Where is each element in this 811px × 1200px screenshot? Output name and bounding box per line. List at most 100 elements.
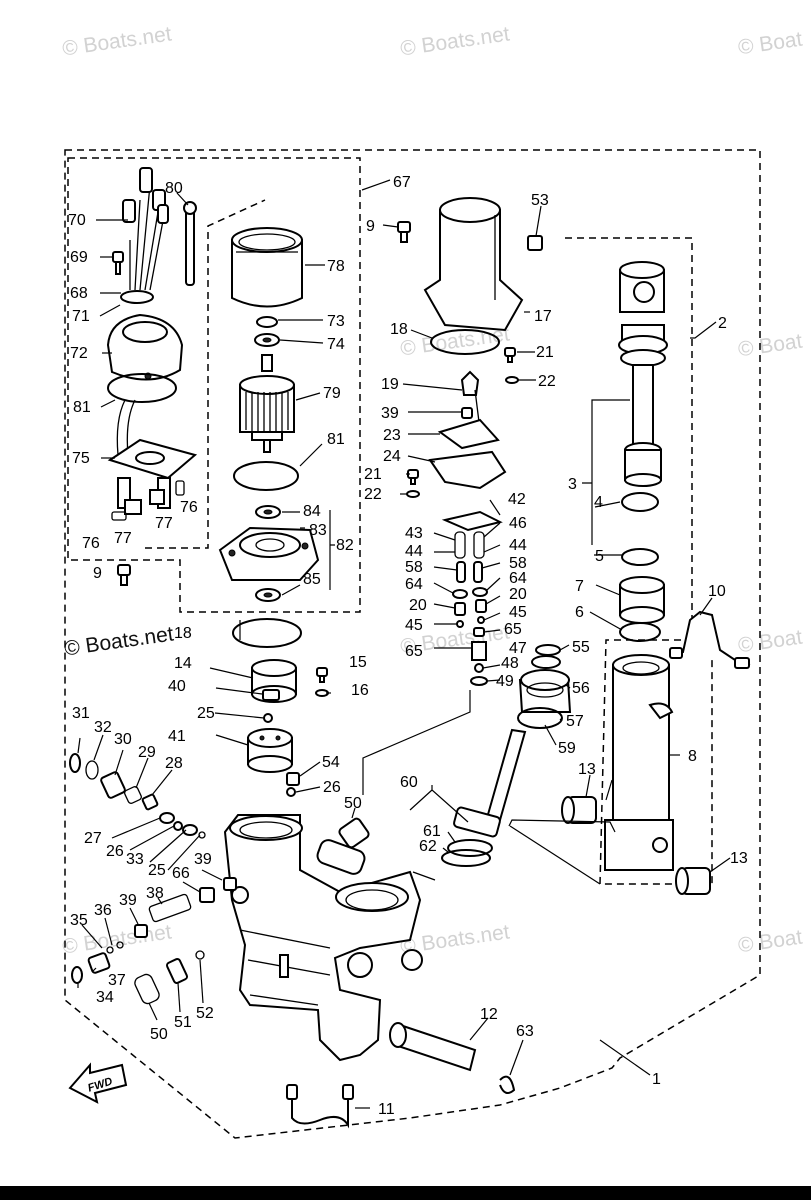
seal-42 [441,510,503,532]
ball-26b [173,821,183,831]
callout-34: 34 [96,989,114,1006]
ring-36 [116,941,124,949]
callout-39c: 39 [381,405,399,422]
callout-85: 85 [303,571,321,588]
callout-35: 35 [70,912,88,929]
brush-holder-75 [107,399,198,515]
callout-39b: 39 [119,892,137,909]
callout-58b: 58 [509,555,527,572]
reservoir-17 [423,197,524,332]
callout-56: 56 [572,680,590,697]
valve-39b [134,924,148,938]
ring-35 [106,946,114,954]
callout-66: 66 [172,865,190,882]
pin-58b [473,561,483,583]
spring-46 [473,531,485,559]
bolt-21 [504,347,516,363]
bearing-85 [255,588,281,602]
callout-46: 46 [509,515,527,532]
pipe-10 [669,610,751,669]
bushing-13b [675,867,711,895]
washer-25 [263,713,273,723]
callout-29: 29 [138,744,156,761]
pump-stack [232,618,370,849]
screw-66 [199,887,215,903]
callout-77a: 77 [155,515,173,532]
valve-50-mid [338,817,370,849]
wire-harness [122,167,197,291]
spring-43 [454,531,466,559]
ball-45b [477,616,485,624]
callout-25a: 25 [197,705,215,722]
shaft-12 [389,1022,477,1072]
callout-72: 72 [70,345,88,362]
ring-64a [452,589,468,599]
callout-58a: 58 [405,559,423,576]
callout-3: 3 [568,476,577,493]
valve-28 [141,793,159,811]
springs-76 [111,480,185,521]
piston-rod-2 [618,261,668,487]
ring-25b [198,831,206,839]
washer-4 [621,492,659,512]
fwd-arrow-icon: FWD [68,1062,128,1104]
bolt-21b [407,469,419,485]
ring-33 [182,824,198,836]
ball-26 [286,787,296,797]
bolt-9-left [117,564,131,586]
callout-42: 42 [508,491,526,508]
o-ring-81 [107,373,177,403]
callout-22b: 22 [364,486,382,503]
pin-58a [456,561,466,583]
washer-49 [470,676,488,686]
o-ring-6 [619,622,661,642]
washer-73 [256,316,278,328]
ball-48 [474,663,484,673]
plug-55-56-57 [517,644,572,729]
ring-52 [195,950,205,960]
bearing-74 [254,333,280,347]
callout-44b: 44 [509,537,527,554]
callout-84: 84 [303,503,321,520]
o-ring-18-low [232,618,302,648]
callout-68: 68 [70,285,88,302]
o-ring-5 [621,548,659,566]
callout-24: 24 [383,448,401,465]
callout-76b: 76 [82,535,100,552]
callout-19: 19 [381,376,399,393]
callout-1: 1 [652,1071,661,1088]
callout-26b: 26 [106,843,124,860]
callout-60: 60 [400,774,418,791]
callout-11: 11 [378,1101,395,1118]
callout-61: 61 [423,823,441,840]
callout-75: 75 [72,450,90,467]
callout-10: 10 [708,583,726,600]
valve-components [362,531,488,795]
motor-base-83 [218,526,320,581]
callout-9-left: 9 [93,565,102,582]
pipe-11 [286,1084,354,1129]
spring-29 [124,786,142,804]
armature-79 [239,354,295,453]
callout-18-top: 18 [390,321,408,338]
callout-6: 6 [575,604,584,621]
motor-yoke-78 [231,227,303,308]
callout-38: 38 [146,885,164,902]
callout-5: 5 [595,548,604,565]
callout-16: 16 [351,682,369,699]
callout-67: 67 [393,174,411,191]
assembly-outline [64,149,761,1139]
callout-30: 30 [114,731,132,748]
tube-60 [441,728,527,867]
trim-cylinder-assembly [517,261,751,895]
callout-62: 62 [419,838,437,855]
pump-body-41 [247,728,293,773]
callout-22a: 22 [538,373,556,390]
callout-21b: 21 [364,466,382,483]
bushing-13a [561,796,597,824]
callout-20b: 20 [509,586,527,603]
callout-2: 2 [718,315,727,332]
grommet-68 [120,290,154,304]
callout-80: 80 [165,180,183,197]
callout-43: 43 [405,525,423,542]
